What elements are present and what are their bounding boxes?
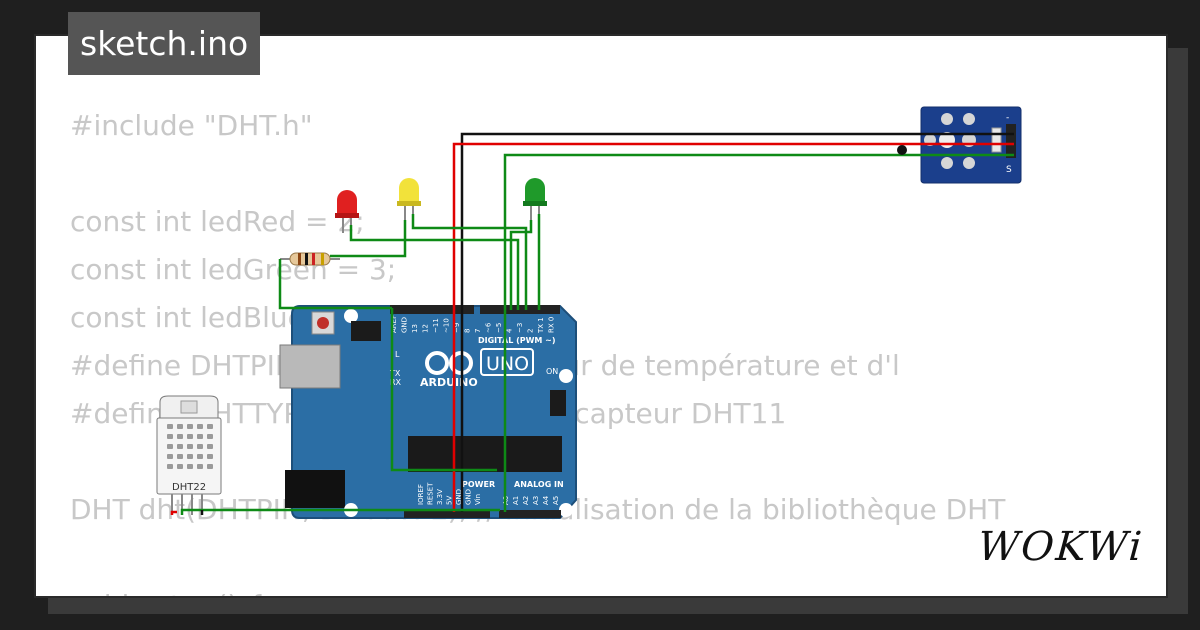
sensor-vent [207,454,213,459]
pin-label: ~3 [516,323,524,333]
module-pin-minus-label: - [1006,113,1009,123]
pin-label: ~6 [485,322,493,333]
dht22-sensor[interactable]: DHT22 [156,395,222,515]
pin-label: AREF [390,315,398,333]
code-line: const int ledRed = 2; [70,205,365,238]
sensor-vent [167,454,173,459]
rx-label: RX [390,378,402,387]
sensor-vent [187,444,193,449]
resistor[interactable] [280,252,340,266]
pin-label: 7 [474,329,482,333]
brand-text-label: ARDUINO [420,376,478,389]
sensor-vent [167,424,173,429]
pin-label: A4 [542,495,550,505]
sensor-vent [187,424,193,429]
pin-label: ~5 [495,323,503,333]
pin-label: GND [401,317,409,333]
sensor-vent [197,464,203,469]
pin-label: RX 0 [548,317,556,333]
sensor-vent [207,434,213,439]
sensor-vent [177,464,183,469]
pin-label: IOREF [417,484,425,505]
sensor-vent [197,434,203,439]
digital-pwm-label: DIGITAL (PWM ~) [478,336,556,345]
pin-label: ~9 [453,323,461,333]
pin-label: 5V [446,496,454,505]
pin-label: A2 [522,496,530,505]
wire-green-gnd-rail [390,308,497,472]
pin-label: 3.3V [436,489,444,505]
pin-label: Vin [474,494,482,505]
dht22-label: DHT22 [172,482,206,493]
led-green[interactable] [523,178,547,220]
led-red[interactable] [335,190,359,233]
arduino-uno-board[interactable]: DIGITAL (PWM ~) UNO ARDUINO ON L TX RX P… [279,305,577,519]
power-header-label: POWER [462,480,495,489]
code-line: const int ledGreen = 3; [70,253,397,286]
wire-dht-data [180,508,500,515]
pin-label: RESET [427,482,435,505]
wire-green-yellow-led [330,220,407,258]
pin-label: 4 [506,328,514,333]
l-label: L [395,350,400,359]
pin-label: TX 1 [537,317,545,334]
analog-in-label: ANALOG IN [514,480,564,489]
sensor-vent [197,424,203,429]
tx-label: TX [389,369,401,378]
sensor-vent [197,444,203,449]
microcontroller-chip [408,436,562,472]
pin-label: ~10 [443,318,451,333]
pin-label: A1 [512,496,520,505]
pin-label: GND [455,489,463,505]
pin-label: GND [465,489,473,505]
wire-green-module [503,153,1014,512]
power-jack [285,470,345,508]
wire-red-module [452,142,1014,512]
usb-port [279,344,341,389]
sensor-vent [167,464,173,469]
filename-label: sketch.ino [80,24,249,63]
wire-black-module [460,132,1014,512]
pin-label: A5 [552,496,560,505]
sensor-vent [187,464,193,469]
pin-label: 2 [527,329,535,333]
sensor-vent [167,434,173,439]
sensor-vent [177,434,183,439]
board-model-label: UNO [486,353,529,375]
wire-green-yellow-led-2 [411,214,528,310]
pin-label: A3 [532,496,540,505]
sensor-vent [187,434,193,439]
code-line: void setup() { [70,590,265,597]
sensor-vent [167,444,173,449]
sensor-vent [177,424,183,429]
wire-green-red-led [349,225,520,310]
pin-label: 13 [411,324,419,333]
filename-tab[interactable]: sketch.ino [68,12,261,75]
on-label: ON [546,367,558,376]
sensor-vent [207,444,213,449]
sensor-vent [177,444,183,449]
pin-label: 8 [464,329,472,333]
wire-green-resistor [278,259,392,310]
wokwi-logo: WOKWi [976,524,1146,570]
led-yellow[interactable] [397,178,421,220]
wire-dht-vcc [170,510,177,515]
code-line: #include "DHT.h" [70,109,313,142]
sensor-vent [207,464,213,469]
wires [170,132,1014,515]
module-pin-s-label: S [1006,165,1012,175]
pin-label: 12 [422,324,430,333]
sensor-vent [187,454,193,459]
pin-label: ~11 [432,318,440,333]
sensor-vent [197,454,203,459]
sensor-vent [207,424,213,429]
sensor-vent [177,454,183,459]
wire-green-led-gnd [509,220,533,310]
